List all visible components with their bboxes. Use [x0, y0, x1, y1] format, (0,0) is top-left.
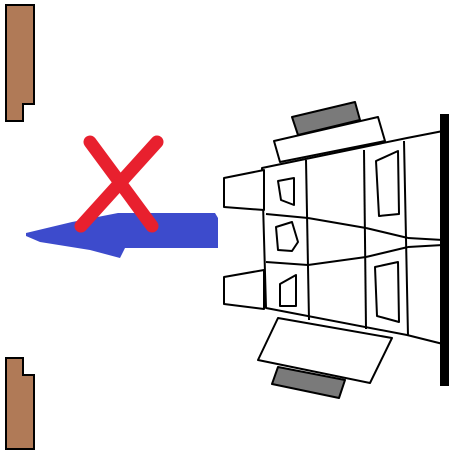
top-wheel-housing: [273, 116, 386, 163]
frame-line-h2: [307, 217, 367, 229]
left-protrusion-top: [223, 169, 265, 211]
left-protrusion-bottom: [223, 269, 265, 310]
left-wall-top: [5, 4, 35, 122]
frame-line-2: [363, 149, 367, 330]
bottom-tread: [271, 366, 346, 399]
window-right-1: [375, 150, 400, 217]
move-arrow[interactable]: [26, 213, 218, 258]
top-tread: [291, 101, 361, 136]
blocked-cross: [74, 135, 164, 233]
side-bar-bottom: [407, 244, 444, 248]
window-right-2: [374, 261, 400, 323]
frame-line-h3: [365, 227, 409, 239]
left-wall-bottom: [5, 357, 35, 450]
frame-line-h5: [307, 256, 367, 266]
window-left-3: [279, 274, 297, 307]
vehicle-front-view: [223, 101, 444, 399]
cross-stroke-2: [74, 135, 164, 233]
frame-line-h1: [265, 213, 309, 219]
side-bar-top: [407, 237, 444, 241]
window-left-2: [275, 221, 299, 252]
window-left-1: [277, 177, 295, 206]
wall-barrier: [440, 114, 449, 386]
frame-line-1: [305, 159, 310, 321]
frame-line-h4: [265, 261, 309, 266]
frame-line-h6: [365, 246, 409, 258]
bottom-wheel-housing: [257, 317, 393, 384]
